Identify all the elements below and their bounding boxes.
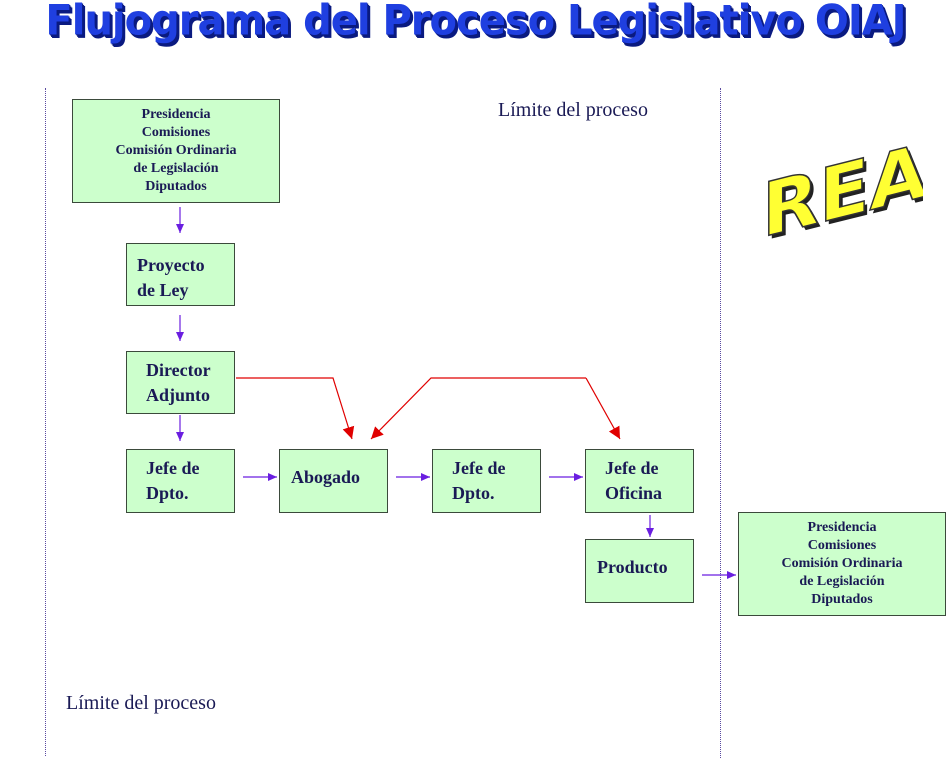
director-line-2: Adjunto bbox=[146, 385, 211, 405]
producto-label: Producto bbox=[597, 557, 668, 577]
jefe-dpto-2-line-2: Dpto. bbox=[452, 483, 495, 503]
input-entity-line: Presidencia bbox=[141, 107, 211, 122]
input-entity-line: Comisión Ordinaria bbox=[115, 143, 237, 158]
input-entity-line: Comisiones bbox=[141, 125, 211, 140]
director-adjunto-box: Director Adjunto bbox=[126, 351, 235, 414]
right-boundary-line bbox=[720, 88, 721, 758]
jefe-dpto-box-2: Jefe de Dpto. bbox=[432, 449, 541, 513]
input-entity-line: Diputados bbox=[145, 179, 207, 194]
diagram-title: Flujograma del Proceso Legislativo OIAJ bbox=[45, 0, 906, 46]
proyecto-line-1: Proyecto bbox=[137, 255, 205, 275]
process-limit-label-bottom: Límite del proceso bbox=[66, 692, 216, 714]
abogado-label: Abogado bbox=[291, 467, 361, 487]
jefe-dpto-1-line-1: Jefe de bbox=[146, 458, 200, 478]
input-entity-line: de Legislación bbox=[133, 161, 219, 176]
director-line-1: Director bbox=[146, 360, 211, 380]
output-entity-line: Presidencia bbox=[807, 520, 877, 535]
process-limit-label-top: Límite del proceso bbox=[498, 99, 648, 121]
output-entity-line: de Legislación bbox=[799, 574, 885, 589]
input-entities-box: Presidencia Comisiones Comisión Ordinari… bbox=[72, 99, 280, 203]
output-entity-line: Diputados bbox=[811, 592, 873, 607]
jefe-dpto-box-1: Jefe de Dpto. bbox=[126, 449, 235, 513]
producto-box: Producto bbox=[585, 539, 694, 603]
output-entity-line: Comisiones bbox=[807, 538, 877, 553]
jefe-oficina-line-1: Jefe de bbox=[605, 458, 659, 478]
output-entities-box: Presidencia Comisiones Comisión Ordinari… bbox=[738, 512, 946, 616]
left-boundary-line bbox=[45, 88, 46, 756]
proyecto-line-2: de Ley bbox=[137, 280, 189, 300]
arrow-feedback-to-jefe-oficina bbox=[585, 377, 621, 440]
arrow-feedback-to-abogado bbox=[370, 377, 586, 440]
arrow-director-to-abogado bbox=[236, 377, 355, 440]
jefe-dpto-1-line-2: Dpto. bbox=[146, 483, 189, 503]
jefe-oficina-line-2: Oficina bbox=[605, 483, 662, 503]
output-entity-line: Comisión Ordinaria bbox=[781, 556, 903, 571]
abogado-box: Abogado bbox=[279, 449, 388, 513]
jefe-dpto-2-line-1: Jefe de bbox=[452, 458, 506, 478]
proyecto-de-ley-box: Proyecto de Ley bbox=[126, 243, 235, 306]
real-stamp: REAL REAL bbox=[761, 125, 923, 250]
jefe-oficina-box: Jefe de Oficina bbox=[585, 449, 694, 513]
